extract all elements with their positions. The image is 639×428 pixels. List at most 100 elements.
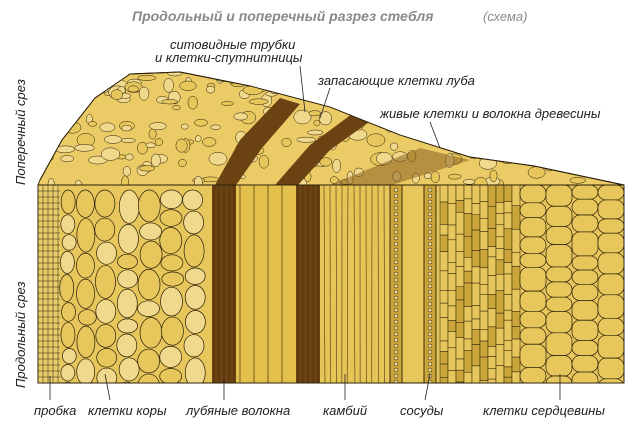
cross-section-cell [413, 88, 432, 100]
vessel-pit [393, 271, 399, 277]
vessel-pit [427, 343, 433, 349]
cross-section-cell [43, 81, 55, 92]
cross-section-cell [522, 86, 532, 99]
cross-section-cell [120, 137, 136, 143]
wood-cell [479, 267, 489, 285]
vessel-pits [393, 187, 433, 383]
wood-cell [479, 294, 489, 312]
cross-section-cell [532, 128, 547, 135]
leader-storage [319, 87, 331, 119]
wood-cell [463, 371, 473, 383]
cross-section-cell [488, 82, 498, 95]
cortex-cell [137, 268, 161, 301]
cross-section-cell [484, 135, 493, 143]
cross-section-cell [597, 72, 611, 78]
cross-section-cell [340, 90, 349, 104]
cross-section-cell [368, 89, 376, 97]
wood-cell [463, 185, 473, 200]
pith-cell [545, 310, 573, 334]
wood-cell [455, 337, 465, 360]
cortex-cell [137, 373, 160, 383]
pith-cell [519, 343, 547, 369]
wood-cell [447, 262, 457, 274]
wood-cell [487, 326, 497, 347]
bast-band-top-outer [215, 98, 300, 185]
vessel-pit [427, 265, 433, 271]
wood-cell [511, 338, 521, 358]
pith-cell [545, 266, 573, 283]
cross-section-cell [451, 137, 462, 150]
cross-section-cell [595, 77, 609, 91]
pith-cell [571, 283, 599, 301]
cortex-cell [96, 347, 118, 368]
vessel-pit [393, 259, 399, 265]
wood-cell [439, 201, 449, 225]
cross-section-cell [565, 157, 574, 168]
cross-section-cell [87, 121, 97, 127]
cross-section-cell [208, 152, 228, 166]
cross-section-cell [52, 130, 68, 136]
wood-cell [455, 266, 465, 288]
cortex-cell [137, 189, 161, 223]
pith-cell [571, 255, 599, 271]
pith-cell [598, 378, 624, 383]
cortex-cell [60, 364, 76, 382]
cross-section-cell [502, 123, 517, 134]
wood-cell [503, 262, 513, 275]
cross-section-cell [493, 136, 512, 150]
cortex-cell [118, 189, 140, 224]
pith-cell [571, 319, 599, 341]
pith-cell [571, 269, 599, 285]
cross-section-cell [121, 124, 132, 132]
cross-section-cell [103, 72, 122, 77]
wood-cell [463, 338, 473, 351]
cortex-cell [184, 357, 206, 383]
pith-cell [545, 375, 573, 383]
pith-cell [597, 334, 624, 359]
wood-cell [511, 356, 521, 373]
cross-section-cell [300, 72, 320, 82]
wood-cell [447, 224, 457, 241]
wood-cell [471, 185, 481, 204]
sieve-tubes-zone [236, 185, 296, 383]
cross-section-cell [332, 158, 342, 173]
vessel-pit [427, 187, 433, 193]
cross-section-cell [462, 179, 476, 185]
pith-cell [597, 199, 624, 220]
cross-section-cell [547, 141, 565, 156]
cross-section-cell [202, 137, 217, 147]
wood-cell [471, 329, 481, 345]
wood-cell [479, 284, 489, 295]
wood-cell [503, 201, 513, 214]
wood-cell [503, 376, 513, 383]
cross-section-cell [610, 95, 619, 109]
cross-section-cell [60, 155, 74, 163]
vessel-pit [393, 325, 399, 331]
wood-cell [487, 378, 497, 383]
cork-grid [38, 185, 60, 383]
cross-section-cell [210, 124, 221, 130]
vessel-pit [427, 217, 433, 223]
vessel-pit [393, 355, 399, 361]
pith-cell [545, 332, 573, 356]
cross-section-cell [79, 72, 98, 86]
cross-section-cell [607, 72, 616, 79]
cross-section-cell [94, 80, 111, 94]
cortex-cell [76, 218, 96, 253]
vessel-pit [427, 193, 433, 199]
wood-cell [511, 326, 521, 340]
cross-section-cell [148, 128, 157, 140]
cortex-cell [61, 302, 76, 322]
wood-cell [479, 380, 489, 383]
vessel-pit [393, 349, 399, 355]
pith-cell [597, 185, 624, 201]
cross-section-cell [575, 72, 594, 83]
wood-cell [455, 200, 465, 213]
vessel-pit [393, 361, 399, 367]
cross-section-cell [400, 89, 421, 97]
wood-cell [463, 213, 473, 237]
wood-cell [511, 371, 521, 383]
cross-section-cell [77, 92, 86, 102]
pith-cell [545, 244, 573, 268]
vessel-pit [393, 199, 399, 205]
